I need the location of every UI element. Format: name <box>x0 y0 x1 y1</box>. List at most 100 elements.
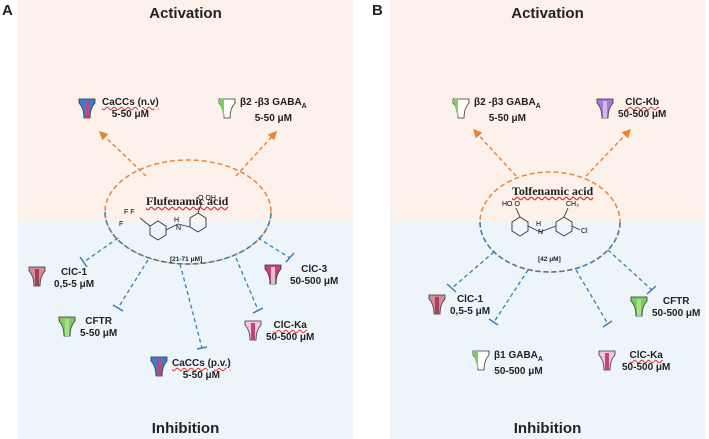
inhibition-bar <box>196 346 208 350</box>
channel-subscript: A <box>537 356 543 363</box>
drug-concentration: [42 μM] <box>538 256 561 263</box>
chem-label-cooh: HO O <box>502 201 520 208</box>
channel-concentration: 0,5-5 μM <box>450 306 491 317</box>
drug-oval-top <box>479 171 621 273</box>
inhibition-region <box>18 222 353 439</box>
inhibited-channel: CFTR 5-50 μM <box>80 316 117 340</box>
channel-concentration: 50-500 μM <box>266 332 315 343</box>
chem-label-nh: H <box>536 221 541 228</box>
chem-label-n: N <box>176 225 181 232</box>
inhibited-channel: ClC-Ka 50-500 μM <box>266 320 314 344</box>
inhibition-bar <box>646 285 657 295</box>
panel-b: B Activation Inhibition <box>372 0 705 439</box>
inhibited-channel: ClC-1 0,5-5 μM <box>54 267 94 291</box>
inhibition-bar <box>285 252 295 263</box>
channel-name: CFTR <box>662 296 690 307</box>
drug-name: Tolfenamic acid <box>512 184 594 198</box>
panel-letter: A <box>2 2 13 19</box>
channel-icon <box>28 266 46 293</box>
channel-icon <box>150 356 168 383</box>
channel-icon <box>244 320 262 347</box>
activation-heading: Activation <box>511 5 584 22</box>
channel-concentration: 50-500 μM <box>622 362 671 373</box>
inhibited-channel: β1 GABAA 50-500 μM <box>494 350 543 378</box>
inhibition-line <box>117 259 149 309</box>
drug-oval-bottom <box>479 221 621 273</box>
channel-name: β2 -β3 GABA <box>240 97 302 108</box>
channel-concentration: 50-500 μM <box>494 366 543 377</box>
inhibition-bar <box>446 283 457 293</box>
channel-icon <box>218 98 236 125</box>
activation-region <box>18 0 353 222</box>
channel-icon <box>58 316 76 343</box>
activated-channel: ClC-Kb 50-500 μM <box>618 97 666 121</box>
inhibition-bar <box>79 256 88 268</box>
activation-arrow <box>98 130 147 177</box>
channel-icon <box>428 294 446 321</box>
inhibited-channel: ClC-3 50-500 μM <box>290 264 338 288</box>
channel-concentration: 5-50 μM <box>488 113 526 124</box>
channel-name: β1 GABA <box>494 350 538 361</box>
channel-icon <box>472 350 490 377</box>
inhibition-heading: Inhibition <box>513 420 582 437</box>
channel-name: ClC-Ka <box>273 320 307 331</box>
activation-region <box>390 0 705 222</box>
activation-arrow <box>235 130 278 177</box>
chem-label-cf3: F F <box>124 209 135 216</box>
activated-channel: CaCCs (n.v) 5-50 μM <box>102 97 159 121</box>
chem-label-cl: Cl <box>581 228 588 235</box>
chem-label-n: N <box>538 229 543 236</box>
inhibition-line <box>235 257 259 311</box>
channel-name: CaCCs (n.v) <box>102 97 159 108</box>
inhibition-bar <box>488 318 499 326</box>
activated-channel: β2 -β3 GABAA 5-50 μM <box>474 97 541 125</box>
arrows-layer: HO O CH₃ H N Cl <box>446 128 657 328</box>
inhibition-bar <box>112 304 124 312</box>
inhibited-channel: ClC-Ka 50-500 μM <box>622 350 670 374</box>
channel-name: ClC-1 <box>456 294 484 305</box>
chemical-structure <box>139 201 207 241</box>
inhibition-bar <box>252 307 264 314</box>
channel-concentration: 5-50 μM <box>80 328 118 339</box>
channel-icon <box>78 98 96 125</box>
channel-icon <box>264 264 282 291</box>
channel-concentration: 5-50 μM <box>111 109 149 120</box>
chem-label-f: F <box>119 221 123 228</box>
inhibition-line <box>257 237 291 259</box>
channel-name: ClC-3 <box>301 264 328 275</box>
panel-letter: B <box>372 2 383 19</box>
chem-label-ch3: CH₃ <box>566 201 579 208</box>
chem-label-oh: O OH <box>198 195 216 202</box>
channel-icon <box>598 350 616 377</box>
channel-name: ClC-Kb <box>625 97 660 108</box>
drug-concentration: [21-71 μM] <box>170 256 203 263</box>
channel-subscript: A <box>301 103 307 110</box>
arrows-layer: H N O OH F F F <box>79 130 295 350</box>
inhibition-line <box>493 269 529 323</box>
channel-name: ClC-1 <box>60 267 88 278</box>
inhibition-region <box>390 222 705 439</box>
inhibition-bar <box>602 320 613 328</box>
inhibition-line <box>607 249 653 291</box>
activation-heading: Activation <box>149 5 222 22</box>
inhibition-line <box>451 251 495 289</box>
panel-a: A Activation Inhibition <box>2 0 353 439</box>
channel-subscript: A <box>535 103 541 110</box>
channel-name: ClC-Ka <box>629 350 663 361</box>
channel-concentration: 5-50 μM <box>254 113 292 124</box>
channel-name: CFTR <box>85 316 112 327</box>
activation-arrow <box>472 128 517 177</box>
inhibition-line <box>179 263 203 349</box>
activation-arrow <box>585 128 632 177</box>
channel-concentration: 0,5-5 μM <box>54 279 95 290</box>
chem-label-nh: H <box>174 217 179 224</box>
inhibited-channel: ClC-1 0,5-5 μM <box>450 294 490 318</box>
drug-oval-bottom <box>104 211 272 265</box>
inhibition-line <box>575 269 609 325</box>
channel-concentration: 50-500 μM <box>618 109 667 120</box>
inhibited-channel: CaCCs (p.v.) 5-50 μM <box>172 358 231 382</box>
inhibited-channel: CFTR 50-500 μM <box>652 296 700 320</box>
chemical-structure <box>511 207 581 237</box>
channel-icon <box>596 98 614 125</box>
channel-icon <box>452 98 470 125</box>
